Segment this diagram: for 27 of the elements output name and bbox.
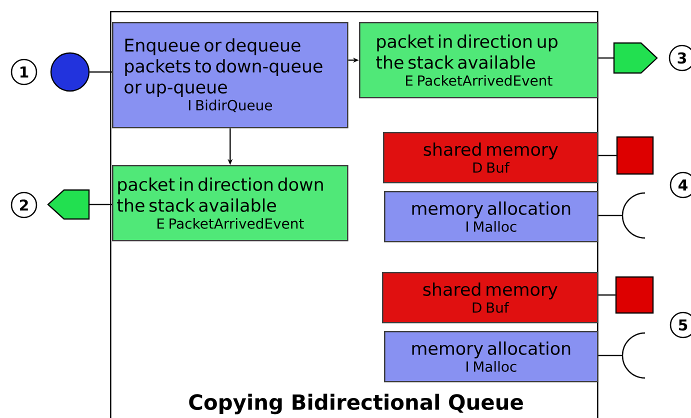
callout-number: 4 bbox=[670, 172, 691, 198]
port-pentagon bbox=[47, 189, 90, 220]
port-pentagon bbox=[613, 42, 658, 74]
socket-arc bbox=[622, 332, 646, 379]
socket-arc bbox=[622, 192, 646, 239]
callout-number: 1 bbox=[10, 58, 38, 86]
component-title: Copying Bidirectional Queue bbox=[189, 394, 523, 414]
interface-box: memory allocation I Malloc bbox=[384, 191, 598, 242]
connector bbox=[90, 71, 112, 73]
connector bbox=[598, 57, 614, 59]
port-square bbox=[615, 276, 654, 314]
connector bbox=[598, 214, 622, 216]
data-box: shared memory D Buf bbox=[382, 272, 598, 324]
connector bbox=[598, 294, 616, 296]
callout-number: 2 bbox=[10, 192, 38, 218]
callout-number: 5 bbox=[670, 312, 691, 338]
event-box: packet in direction up the stack available E PacketArrivedEvent bbox=[359, 22, 598, 98]
interface-box: Enqueue or dequeue packets to down-queue or up-queue I BidirQueue bbox=[112, 22, 348, 128]
port-circle bbox=[50, 52, 90, 92]
connector bbox=[598, 354, 622, 356]
connector bbox=[598, 154, 616, 156]
connector bbox=[89, 204, 112, 206]
event-box: packet in direction down the stack available E PacketArrivedEvent bbox=[112, 165, 348, 242]
port-square bbox=[616, 136, 654, 175]
callout-number: 3 bbox=[668, 44, 691, 72]
interface-box: memory allocation I Malloc bbox=[384, 331, 598, 382]
data-box: shared memory D Buf bbox=[383, 132, 598, 184]
